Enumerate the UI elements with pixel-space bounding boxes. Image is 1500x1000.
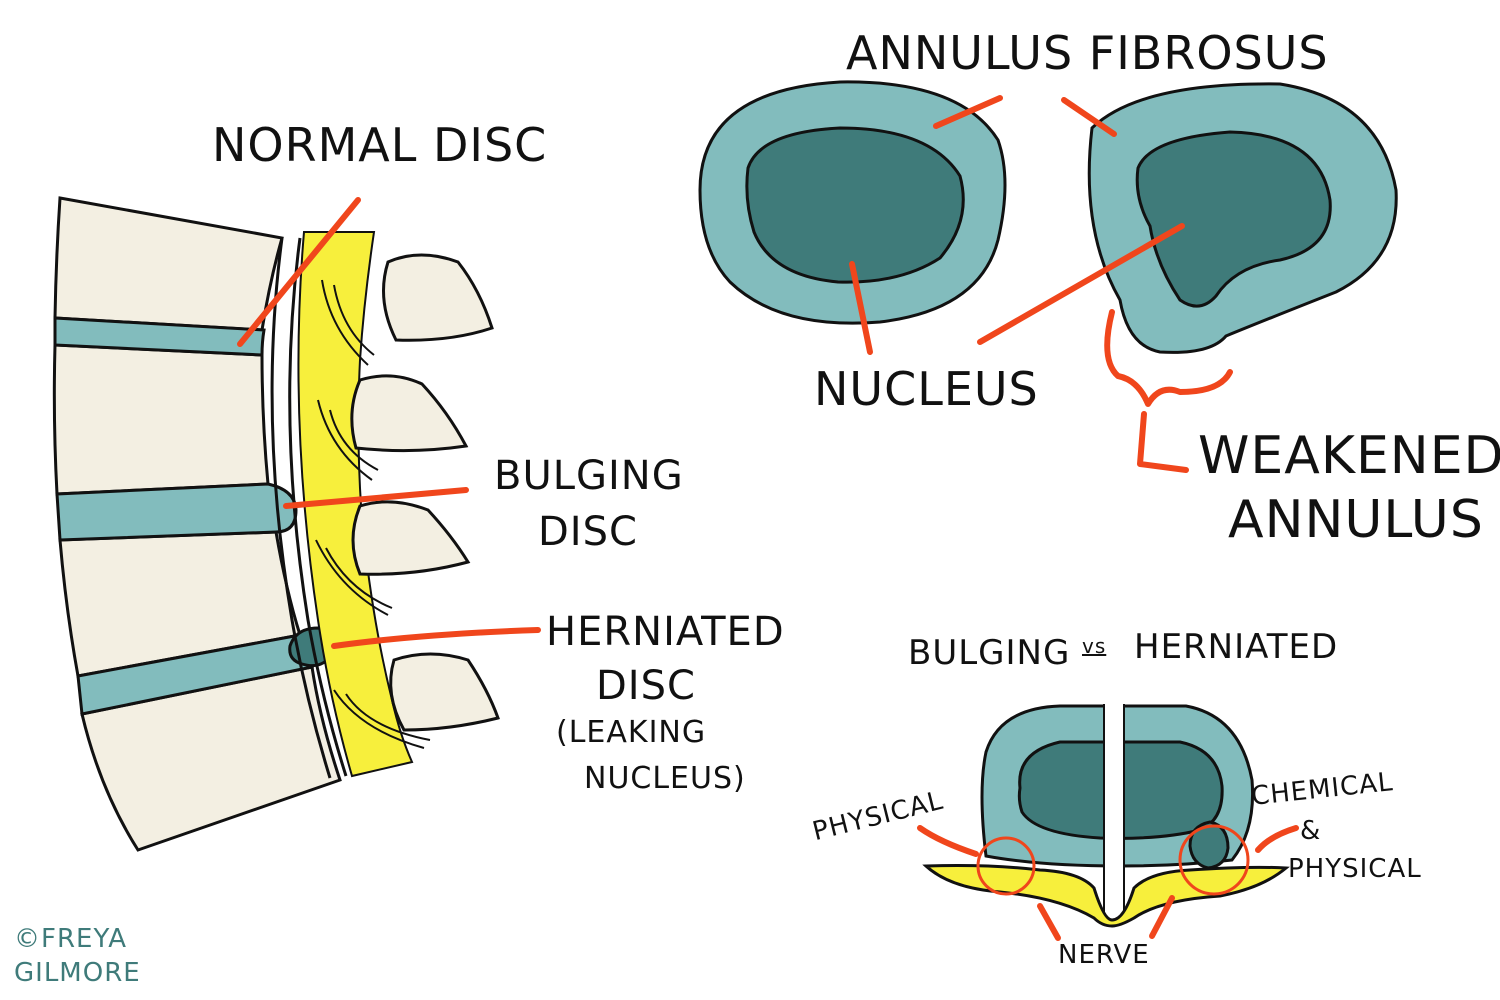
vertebra-4 bbox=[80, 665, 342, 852]
normal-disc-nucleus bbox=[745, 126, 965, 284]
label-leaking-2: NUCLEUS) bbox=[584, 761, 746, 796]
spinal-canal-line-2 bbox=[288, 237, 348, 777]
label-herniated-disc-1: HERNIATED bbox=[546, 609, 785, 655]
comparison-divider bbox=[1104, 700, 1124, 926]
weakened-brace bbox=[1104, 309, 1233, 407]
label-compare-vs: vs bbox=[1082, 634, 1107, 658]
pointer-nerve-left bbox=[1037, 903, 1061, 941]
spinous-process-3 bbox=[351, 500, 471, 576]
pointer-nerve-right bbox=[1149, 895, 1175, 939]
comparison-section bbox=[917, 700, 1299, 941]
credit-line-1: ©FREYA bbox=[14, 924, 128, 954]
disc-pointers bbox=[849, 95, 1233, 473]
label-annulus-fibrosus: ANNULUS FIBROSUS bbox=[846, 26, 1329, 80]
pointer-annulus-left bbox=[933, 95, 1003, 129]
label-leaking-1: (LEAKING bbox=[556, 715, 707, 750]
spinal-canal-line bbox=[270, 237, 332, 779]
pointer-normal-disc bbox=[237, 197, 361, 347]
label-nerve: NERVE bbox=[1058, 940, 1150, 970]
label-compare-bulging: BULGING bbox=[908, 633, 1071, 673]
spinous-process-2 bbox=[350, 374, 469, 453]
weakened-disc-nucleus bbox=[1135, 130, 1332, 308]
herniated-leak-bottom bbox=[1188, 820, 1230, 870]
label-chemical-amp: & bbox=[1300, 816, 1322, 846]
chemical-compression-circle bbox=[1178, 824, 1250, 896]
nerve-roots bbox=[315, 279, 431, 749]
comparison-nerve bbox=[922, 864, 1290, 928]
spine-pointers bbox=[237, 197, 541, 649]
label-herniated-disc-2: DISC bbox=[596, 663, 696, 709]
spine-section bbox=[52, 196, 541, 852]
normal-disc-shape bbox=[53, 316, 266, 357]
label-bulging-disc-1: BULGING bbox=[494, 453, 684, 499]
label-bulging-disc-2: DISC bbox=[538, 509, 638, 555]
label-nucleus: NUCLEUS bbox=[814, 362, 1039, 416]
label-compare-herniated: HERNIATED bbox=[1134, 627, 1339, 667]
spinous-process-1 bbox=[382, 253, 494, 342]
pointer-annulus-right bbox=[1061, 97, 1117, 137]
pointer-herniated-disc bbox=[331, 627, 541, 649]
vertebra-1 bbox=[53, 196, 284, 332]
comparison-pointers bbox=[917, 825, 1299, 941]
physical-compression-circle bbox=[976, 836, 1036, 896]
label-annulus: ANNULUS bbox=[1228, 490, 1484, 550]
label-normal-disc: NORMAL DISC bbox=[212, 118, 548, 172]
bulging-disc-shape bbox=[55, 482, 298, 542]
spinous-process-4 bbox=[389, 652, 500, 732]
pointer-nucleus-left bbox=[849, 261, 873, 355]
pointer-bulging-disc bbox=[283, 487, 469, 509]
disc-cross-sections bbox=[698, 80, 1398, 473]
pointer-nucleus-right bbox=[977, 223, 1185, 345]
label-chemical-physical: PHYSICAL bbox=[1288, 854, 1422, 884]
pointer-chemical bbox=[1255, 825, 1299, 853]
credit-line-2: GILMORE bbox=[14, 958, 141, 988]
label-weakened: WEAKENED bbox=[1198, 426, 1500, 486]
vertebra-2 bbox=[52, 343, 270, 496]
weakened-pointer bbox=[1137, 411, 1189, 473]
pointer-physical bbox=[917, 825, 979, 857]
